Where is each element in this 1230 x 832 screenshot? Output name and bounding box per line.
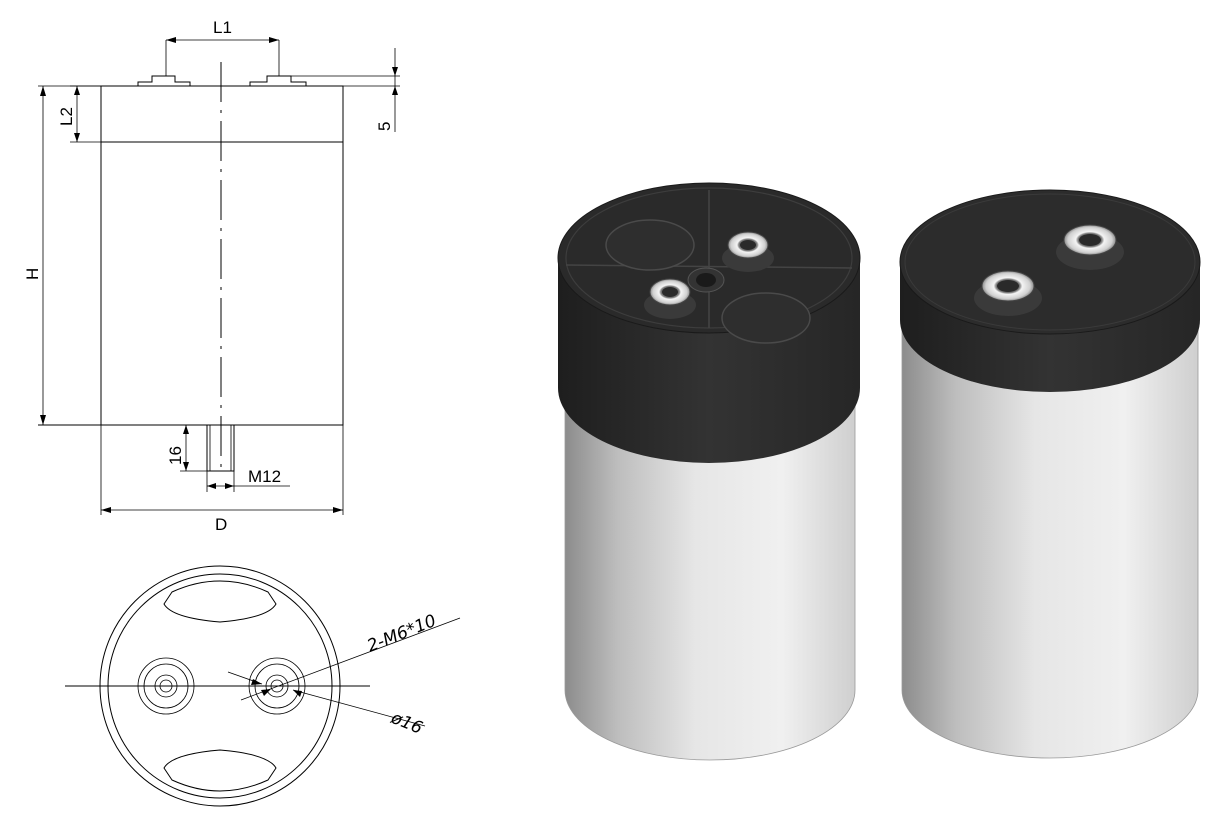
- render-right-terminal-a: [1056, 224, 1124, 270]
- capacitor-cap-outline: [100, 85, 344, 143]
- diameter-note: ø16: [387, 708, 425, 739]
- render-capacitor-right: [899, 189, 1201, 759]
- dim-label-H: H: [23, 268, 42, 280]
- capacitor-body-outline: [100, 141, 344, 426]
- vent-slot-top: [163, 580, 277, 623]
- thread-note: 2-M6*10: [364, 611, 439, 657]
- render-right-body: [901, 329, 1199, 759]
- dim-label-5: 5: [375, 122, 394, 131]
- dim-label-M12: M12: [248, 467, 281, 486]
- top-view: 2-M6*10 ø16: [65, 565, 461, 807]
- top-view-terminal-right: [248, 657, 306, 715]
- render-left-terminal-a: [722, 231, 774, 272]
- top-view-terminal-left: [137, 657, 195, 715]
- render-right-cap-top: [899, 189, 1201, 335]
- render-left-terminal-b: [644, 278, 696, 319]
- render-right-terminal-b: [974, 270, 1042, 316]
- render-left-vent-pad-a: [605, 219, 695, 271]
- render-capacitor-left: [557, 182, 861, 761]
- side-view: L1 5 L2 H 16 M12 D: [23, 18, 400, 534]
- dim-label-16: 16: [166, 446, 185, 465]
- dim-label-L1: L1: [213, 18, 232, 37]
- terminal-right: [249, 75, 307, 86]
- vent-slot-bottom: [163, 749, 277, 792]
- dim-label-L2: L2: [57, 107, 76, 126]
- render-left-body: [564, 399, 856, 761]
- dim-label-D: D: [215, 515, 227, 534]
- terminal-left: [137, 75, 191, 86]
- render-left-vent-pad-b: [721, 292, 811, 344]
